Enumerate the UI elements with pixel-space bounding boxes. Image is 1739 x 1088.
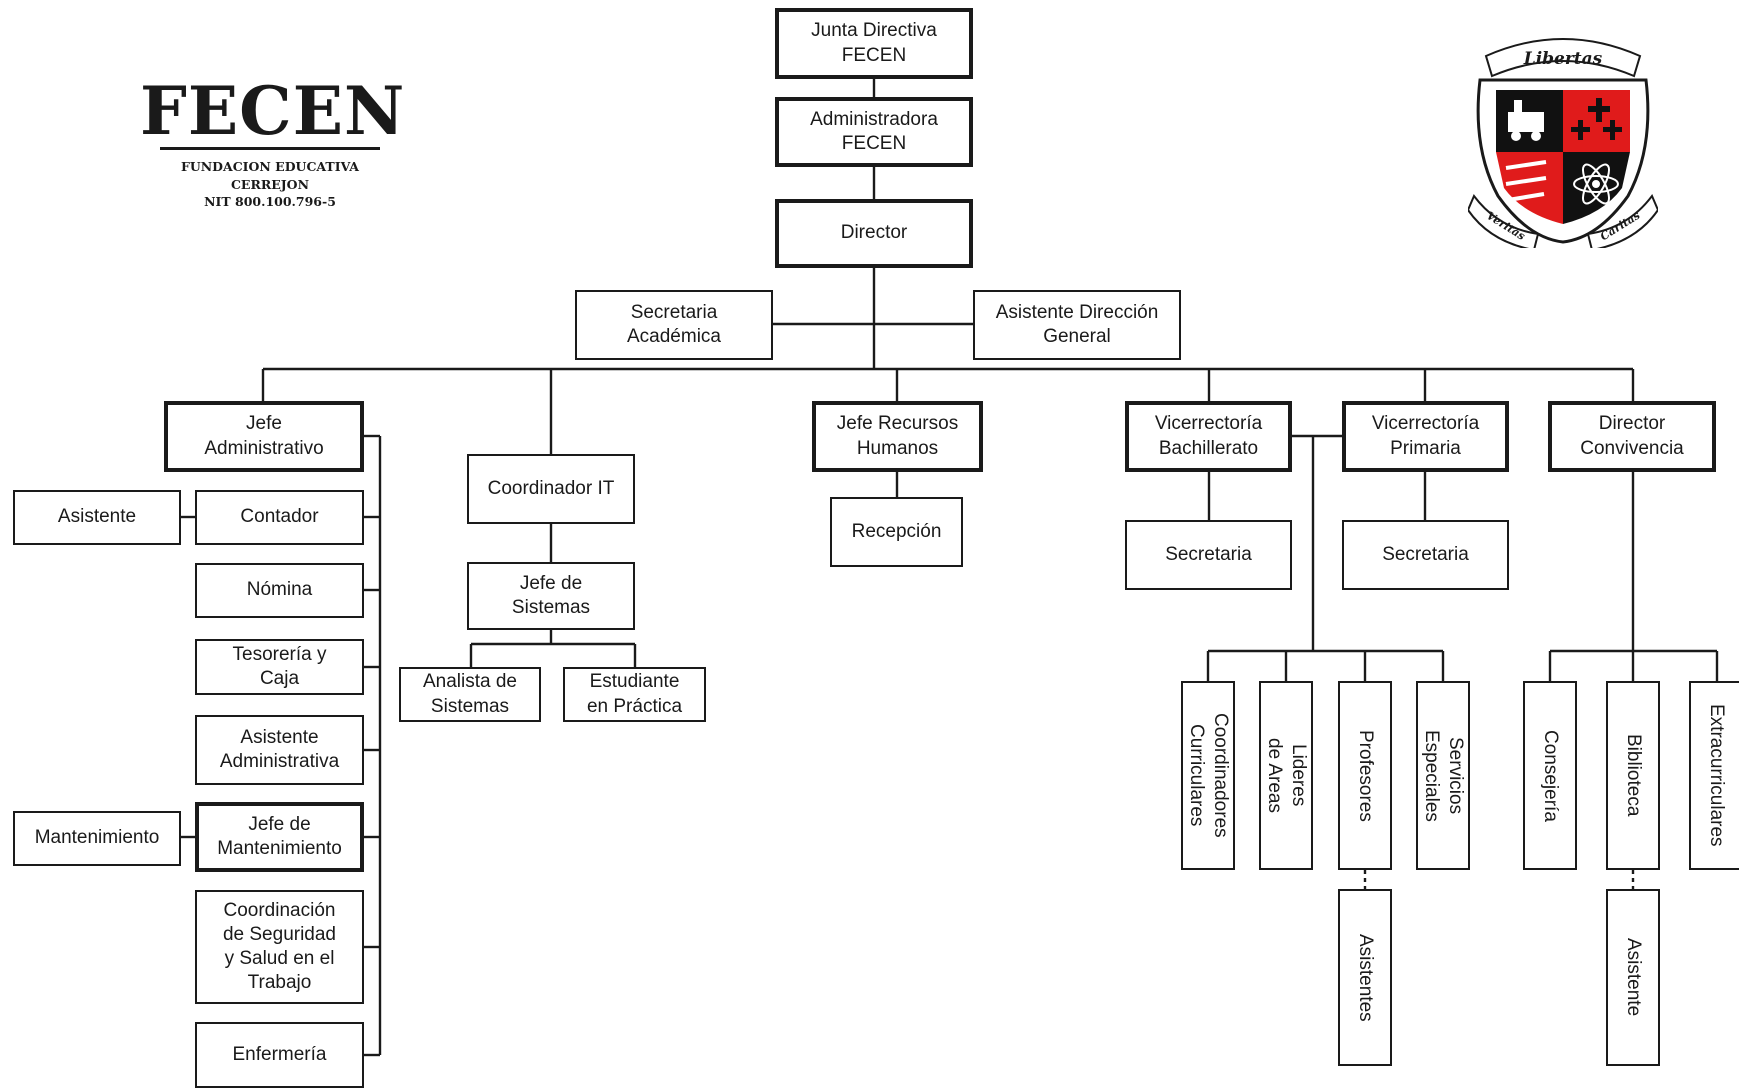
box-jefe-administrativo: Jefe Administrativo xyxy=(164,401,364,472)
keys-icon xyxy=(1505,160,1547,202)
box-nomina: Nómina xyxy=(195,563,364,618)
box-coordinador-it: Coordinador IT xyxy=(467,454,635,524)
box-label: Profesores xyxy=(1355,729,1377,822)
logo-nit: NIT 800.100.796-5 xyxy=(204,194,336,209)
box-enfermeria: Enfermería xyxy=(195,1022,364,1088)
box-label: Consejería xyxy=(1540,729,1562,822)
logo-underline xyxy=(160,147,380,150)
box-biblioteca: Biblioteca xyxy=(1606,681,1660,870)
box-asistente-biblioteca: Asistente xyxy=(1606,889,1660,1066)
box-junta-directiva: Junta Directiva FECEN xyxy=(775,8,973,79)
logo-subtitle: FUNDACION EDUCATIVA CERREJON xyxy=(180,159,359,192)
box-tesoreria-caja: Tesorería y Caja xyxy=(195,639,364,695)
box-coordinacion-sst: Coordinación de Seguridad y Salud en el … xyxy=(195,890,364,1004)
logo-text: FECEN xyxy=(140,72,406,150)
crest-motto-top: Libertas xyxy=(1523,49,1603,69)
box-label: Extracurriculares xyxy=(1706,704,1728,847)
cross-icon xyxy=(1571,98,1622,140)
box-mantenimiento: Mantenimiento xyxy=(13,811,181,866)
box-jefe-recursos-humanos: Jefe Recursos Humanos xyxy=(812,401,983,472)
box-analista-sistemas: Analista de Sistemas xyxy=(399,667,541,722)
box-label: Biblioteca xyxy=(1623,734,1645,817)
fecen-logo: FECEN FUNDACION EDUCATIVA CERREJON NIT 8… xyxy=(140,72,406,211)
box-secretaria-primaria: Secretaria xyxy=(1342,520,1509,590)
box-label: Servicios Especiales xyxy=(1421,729,1467,822)
train-icon xyxy=(1508,100,1544,141)
box-profesores: Profesores xyxy=(1338,681,1392,870)
crest-emblem: Libertas Veritas Caritas xyxy=(1468,38,1658,248)
box-vicerrectoria-bachillerato: Vicerrectoría Bachillerato xyxy=(1125,401,1292,472)
box-director: Director xyxy=(775,199,973,268)
box-asistente: Asistente xyxy=(13,490,181,545)
box-administradora: Administradora FECEN xyxy=(775,97,973,167)
box-coordinadores-curriculares: Coordinadores Curriculares xyxy=(1181,681,1235,870)
box-jefe-mantenimiento: Jefe de Mantenimiento xyxy=(195,802,364,872)
atom-icon xyxy=(1573,163,1619,205)
box-recepcion: Recepción xyxy=(830,497,963,567)
box-label: Coordinadores Curriculares xyxy=(1186,713,1232,838)
box-label: Asistente xyxy=(1623,938,1645,1017)
box-extracurriculares: Extracurriculares xyxy=(1689,681,1739,870)
box-secretaria-bachillerato: Secretaria xyxy=(1125,520,1292,590)
box-jefe-sistemas: Jefe de Sistemas xyxy=(467,562,635,630)
box-estudiante-practica: Estudiante en Práctica xyxy=(563,667,706,722)
box-lideres-areas: Lideres de Areas xyxy=(1259,681,1313,870)
box-label: Asistentes xyxy=(1355,933,1377,1022)
box-asistente-administrativa: Asistente Administrativa xyxy=(195,715,364,785)
box-secretaria-academica: Secretaria Académica xyxy=(575,290,773,360)
box-label: Lideres de Areas xyxy=(1264,738,1310,813)
box-asistente-direccion: Asistente Dirección General xyxy=(973,290,1181,360)
box-consejeria: Consejería xyxy=(1523,681,1577,870)
box-asistentes: Asistentes xyxy=(1338,889,1392,1066)
box-director-convivencia: Director Convivencia xyxy=(1548,401,1716,472)
crest-ribbon-top: Libertas xyxy=(1484,38,1642,78)
box-contador: Contador xyxy=(195,490,364,545)
box-vicerrectoria-primaria: Vicerrectoría Primaria xyxy=(1342,401,1509,472)
box-servicios-especiales: Servicios Especiales xyxy=(1416,681,1470,870)
